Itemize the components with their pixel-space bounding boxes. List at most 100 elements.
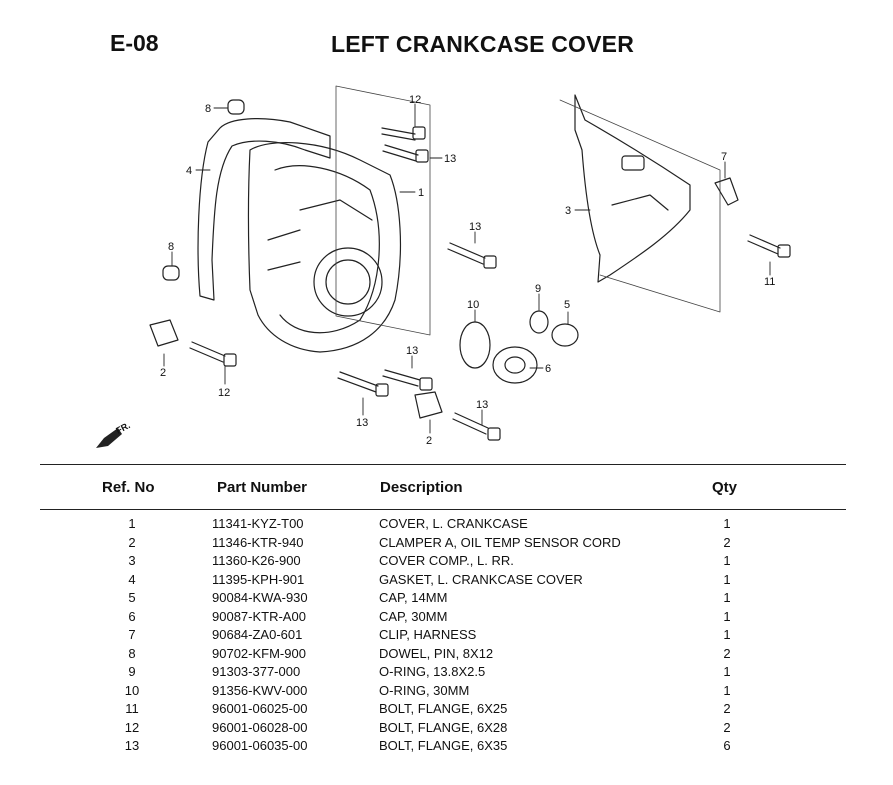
part-number-cell: 11360-K26-900 — [212, 553, 301, 568]
ref-cell: 7 — [128, 627, 136, 642]
callout-label: 12 — [409, 94, 421, 106]
column-header-ref: Ref. No — [102, 479, 155, 496]
part-number-cell: 91303-377-000 — [212, 664, 301, 679]
part-number-cell: 91356-KWV-000 — [212, 682, 308, 698]
description-cell: CAP, 14MM — [379, 590, 448, 605]
part-number-cell: 96001-06028-00 — [212, 719, 308, 735]
callout-label: 5 — [564, 299, 570, 311]
exploded-parts-diagram: 8 12 13 4 1 3 7 13 8 11 10 9 5 6 2 12 13… — [96, 85, 791, 448]
callout-label: 13 — [476, 399, 488, 411]
ref-cell: 12 — [124, 719, 140, 735]
callout-label: 13 — [356, 417, 368, 429]
part-number-cell: 11341-KYZ-T00 — [212, 516, 304, 531]
table-row: 3 11360-K26-900 COVER COMP., L. RR. 1 — [0, 553, 893, 571]
description-cell: COVER COMP., L. RR. — [379, 553, 514, 568]
table-row: 1 11341-KYZ-T00 COVER, L. CRANKCASE 1 — [0, 516, 893, 534]
crankcase-cover-outline — [247, 142, 402, 353]
qty-cell: 1 — [723, 571, 731, 587]
diagram-code: E-08 — [110, 30, 159, 56]
description-cell: CAP, 30MM — [379, 608, 448, 624]
ref-cell: 4 — [128, 571, 136, 587]
description-cell: BOLT, FLANGE, 6X28 — [379, 719, 508, 735]
table-row: 2 11346-KTR-940 CLAMPER A, OIL TEMP SENS… — [0, 535, 893, 553]
page-title: LEFT CRANKCASE COVER — [331, 31, 635, 57]
ref-cell: 9 — [128, 664, 136, 679]
table-row: 4 11395-KPH-901 GASKET, L. CRANKCASE COV… — [0, 572, 893, 590]
description-cell: BOLT, FLANGE, 6X25 — [379, 701, 508, 716]
qty-cell: 1 — [723, 590, 731, 605]
description-cell: BOLT, FLANGE, 6X35 — [379, 738, 508, 753]
callout-label: 3 — [565, 205, 571, 217]
ref-cell: 10 — [124, 682, 140, 698]
table-header-rule — [40, 509, 846, 510]
qty-cell: 6 — [723, 738, 731, 753]
front-direction-arrow — [96, 428, 122, 448]
callout-label: 8 — [168, 241, 174, 253]
gasket-outline — [197, 118, 331, 301]
callout-label: 2 — [160, 367, 166, 379]
ref-cell: 3 — [128, 553, 136, 568]
qty-cell: 1 — [723, 627, 731, 642]
description-cell: COVER, L. CRANKCASE — [379, 516, 528, 531]
qty-cell: 2 — [723, 534, 731, 550]
callout-label: 2 — [426, 435, 432, 447]
part-number-cell: 90087-KTR-A00 — [212, 608, 306, 624]
table-row: 5 90084-KWA-930 CAP, 14MM 1 — [0, 590, 893, 608]
description-cell: CLAMPER A, OIL TEMP SENSOR CORD — [379, 534, 621, 550]
table-top-rule — [40, 464, 846, 465]
part-number-cell: 90702-KFM-900 — [212, 645, 306, 661]
qty-cell: 2 — [723, 645, 731, 661]
column-header-description: Description — [380, 479, 463, 496]
description-cell: CLIP, HARNESS — [379, 627, 477, 642]
part-number-cell: 90684-ZA0-601 — [212, 627, 303, 642]
callout-label: 9 — [535, 283, 541, 295]
qty-cell: 1 — [723, 608, 731, 624]
qty-cell: 2 — [723, 719, 731, 735]
part-number-cell: 11395-KPH-901 — [212, 571, 305, 587]
table-row: 9 91303-377-000 O-RING, 13.8X2.5 1 — [0, 664, 893, 682]
description-cell: DOWEL, PIN, 8X12 — [379, 645, 494, 661]
callout-label: 13 — [469, 221, 481, 233]
callout-label: 10 — [467, 299, 479, 311]
table-row: 11 96001-06025-00 BOLT, FLANGE, 6X25 2 — [0, 701, 893, 719]
qty-cell: 1 — [723, 682, 731, 698]
callout-label: 12 — [218, 387, 230, 399]
column-header-qty: Qty — [712, 479, 738, 496]
ref-cell: 8 — [128, 645, 136, 661]
part-number-cell: 11346-KTR-940 — [212, 534, 304, 550]
part-number-cell: 96001-06025-00 — [212, 701, 308, 716]
column-header-part-number: Part Number — [217, 479, 308, 496]
table-row: 12 96001-06028-00 BOLT, FLANGE, 6X28 2 — [0, 720, 893, 738]
table-row: 7 90684-ZA0-601 CLIP, HARNESS 1 — [0, 627, 893, 645]
bolt-shapes — [189, 126, 791, 441]
callout-label: 11 — [764, 276, 775, 288]
ref-cell: 1 — [128, 516, 136, 531]
callout-label: 6 — [545, 363, 551, 375]
callout-label: 8 — [205, 103, 211, 115]
table-row: 10 91356-KWV-000 O-RING, 30MM 1 — [0, 683, 893, 701]
description-cell: O-RING, 30MM — [379, 682, 470, 698]
ref-cell: 2 — [128, 534, 136, 550]
ref-cell: 13 — [124, 738, 140, 753]
description-cell: GASKET, L. CRANKCASE COVER — [379, 571, 583, 587]
qty-cell: 2 — [723, 701, 731, 716]
table-row: 6 90087-KTR-A00 CAP, 30MM 1 — [0, 609, 893, 627]
part-number-cell: 96001-06035-00 — [212, 738, 308, 753]
rear-cover-outline — [574, 94, 691, 283]
ref-cell: 6 — [128, 608, 136, 624]
description-cell: O-RING, 13.8X2.5 — [379, 664, 486, 679]
table-row: 13 96001-06035-00 BOLT, FLANGE, 6X35 6 — [0, 738, 893, 756]
callout-label: 1 — [418, 187, 424, 199]
callout-label: 7 — [721, 151, 727, 163]
fr-label: FR. — [114, 420, 131, 436]
qty-cell: 1 — [723, 516, 731, 531]
callout-label: 13 — [406, 345, 418, 357]
qty-cell: 1 — [723, 553, 731, 568]
qty-cell: 1 — [723, 664, 731, 679]
table-row: 8 90702-KFM-900 DOWEL, PIN, 8X12 2 — [0, 646, 893, 664]
ref-cell: 5 — [128, 590, 136, 605]
callout-label: 4 — [186, 165, 192, 177]
part-number-cell: 90084-KWA-930 — [212, 590, 308, 605]
ref-cell: 11 — [125, 701, 139, 716]
callout-label: 13 — [444, 153, 456, 165]
